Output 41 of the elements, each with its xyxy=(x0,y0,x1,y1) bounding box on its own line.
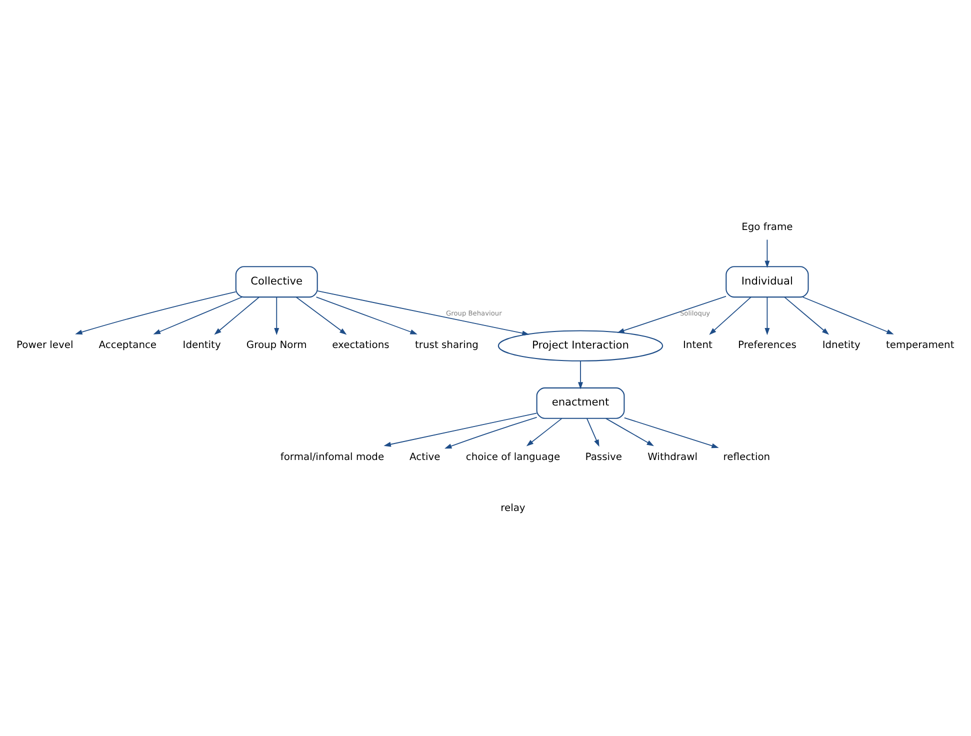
node-text: Active xyxy=(410,452,440,463)
node-box: Individual xyxy=(726,266,809,298)
node-text: Intent xyxy=(682,340,712,352)
arrow xyxy=(214,296,260,335)
node-box: Collective xyxy=(235,266,318,298)
arrow xyxy=(296,296,347,335)
node-text: exectations xyxy=(332,340,390,352)
node-text: Group Norm xyxy=(246,340,307,352)
label: relay xyxy=(500,502,526,514)
node-text: trust sharing xyxy=(415,340,478,352)
node-text: formal/infomal mode xyxy=(280,452,384,463)
node-text: Preferences xyxy=(738,340,796,352)
arrow xyxy=(274,296,280,336)
arrow xyxy=(526,418,562,446)
arrow xyxy=(317,290,530,336)
arrow xyxy=(316,296,418,334)
arrow xyxy=(764,239,770,268)
node-text: Idnetity xyxy=(822,340,860,352)
arrow xyxy=(617,296,726,333)
node-text: Acceptance xyxy=(98,340,157,352)
arrow xyxy=(153,296,242,334)
node-text: choice of language xyxy=(466,452,560,463)
arrow xyxy=(75,291,236,334)
node-text: Identity xyxy=(182,340,221,352)
node-text: reflection xyxy=(723,452,770,463)
node-text: Withdrawl xyxy=(648,452,698,463)
arrow xyxy=(605,418,654,446)
arrow xyxy=(802,296,894,334)
node-box: enactment xyxy=(536,387,625,419)
node-text: temperament xyxy=(886,340,954,352)
arrow xyxy=(709,296,752,335)
arrow xyxy=(586,418,600,447)
arrow xyxy=(384,412,538,447)
arrow xyxy=(784,296,830,335)
arrow xyxy=(764,296,770,336)
node-text: Passive xyxy=(585,452,622,463)
arrow xyxy=(578,360,583,390)
arrow xyxy=(444,416,538,449)
arrow xyxy=(624,417,719,448)
node-text: Power level xyxy=(16,340,74,352)
node-text: Ego frame xyxy=(742,222,793,233)
